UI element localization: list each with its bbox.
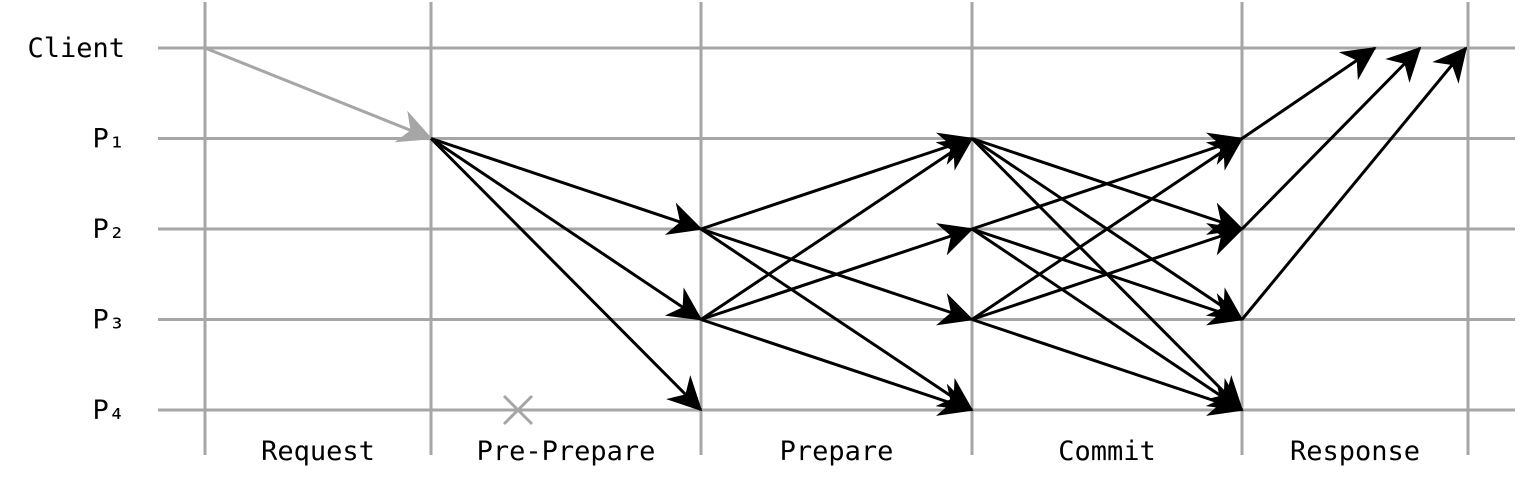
message-arrow-p2-to-p1 [971, 132, 1244, 231]
node-label-client: Client [27, 33, 125, 64]
message-arrow-p1-to-p4 [429, 137, 703, 412]
message-arrow-p2-to-p4 [700, 227, 974, 412]
node-label-p1: P₁ [92, 124, 125, 155]
message-arrow-p1-to-p2 [430, 137, 703, 235]
phase-label-pre-prepare: Pre-Prepare [477, 436, 656, 467]
fault-cross-icon [502, 394, 534, 426]
message-arrow-p3-to-p1 [971, 137, 1244, 321]
message-arrow-p3-to-p4 [971, 318, 1244, 416]
message-arrow-client-to-p1 [204, 46, 433, 143]
message-arrow-p1-to-p3 [430, 137, 703, 321]
node-label-p4: P₄ [92, 395, 125, 426]
message-arrow-p2-to-client [1240, 46, 1422, 231]
phase-labels: Request Pre-Prepare Prepare Commit Response [261, 436, 1420, 467]
fault-markers [502, 394, 534, 426]
phase-label-response: Response [1290, 436, 1420, 467]
node-label-p3: P₃ [92, 305, 125, 336]
node-label-p2: P₂ [92, 214, 125, 245]
message-arrow-p1-to-client [1241, 46, 1377, 140]
message-arrow-p3-to-p2 [971, 223, 1244, 321]
message-arrow-p3-to-p1 [700, 137, 974, 321]
message-arrows [204, 46, 1468, 416]
message-arrow-p3-to-p4 [700, 318, 974, 416]
phase-label-prepare: Prepare [780, 436, 894, 467]
phase-label-request: Request [261, 436, 375, 467]
phase-label-commit: Commit [1058, 436, 1156, 467]
message-arrow-p2-to-p1 [700, 132, 974, 231]
message-arrow-p2-to-p4 [971, 227, 1244, 412]
message-arrow-p3-to-p2 [700, 223, 974, 321]
message-arrow-p3-to-client [1240, 46, 1468, 321]
